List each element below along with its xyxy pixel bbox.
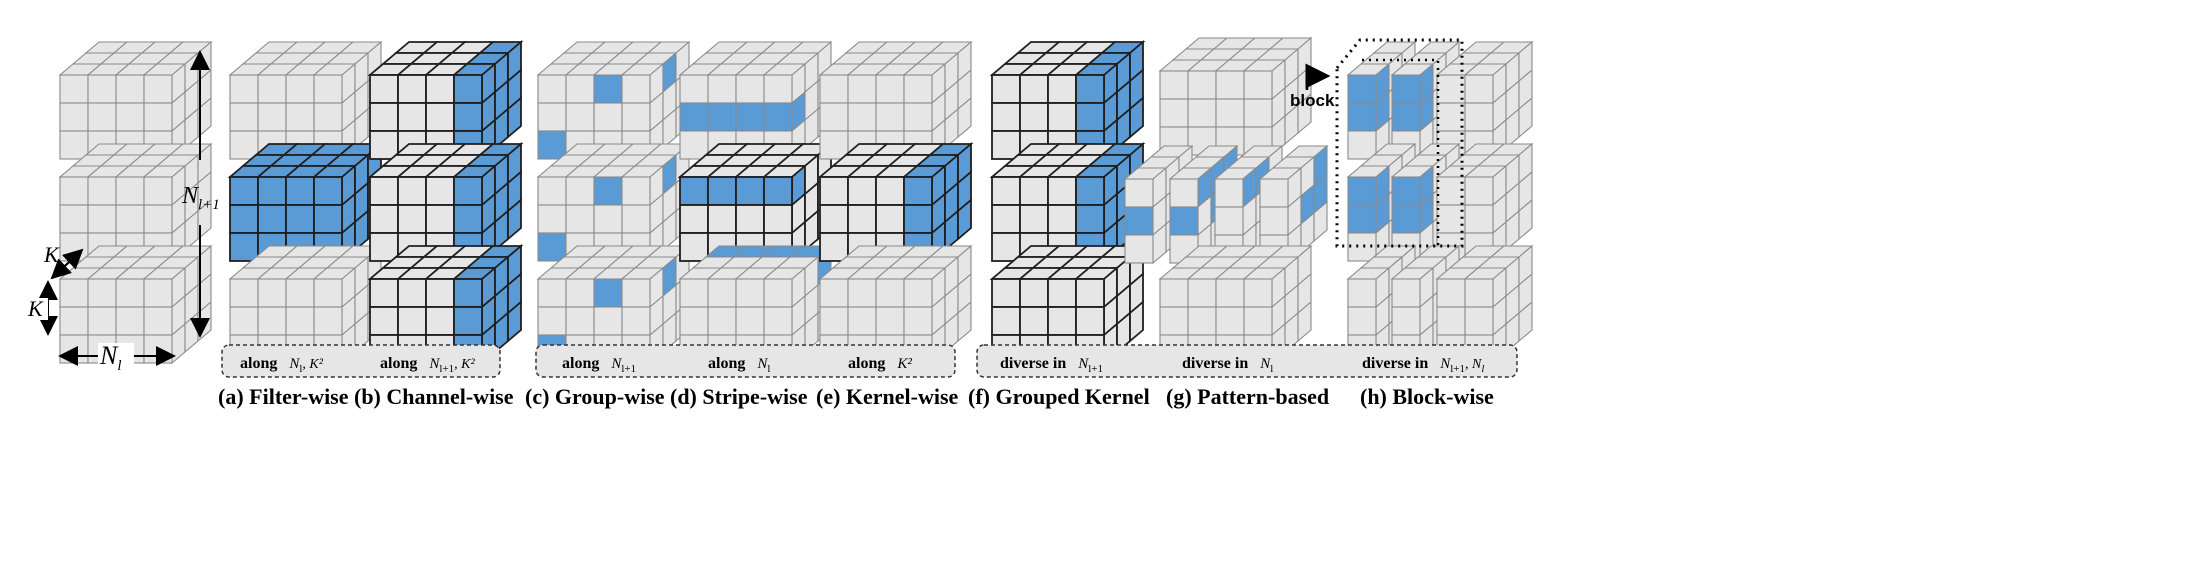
grouping-box [535, 344, 956, 378]
caption: (c) Group-wise [525, 384, 665, 409]
kernel-wise-cube [818, 244, 973, 365]
N-l1-label: Nl+1 [181, 183, 220, 213]
grouping-label: along Nl, K² [240, 355, 324, 375]
grouping-label: diverse in Nl [1182, 355, 1273, 375]
stripe-wise-cube [677, 142, 834, 263]
caption: (g) Pattern-based [1166, 384, 1329, 409]
caption: (e) Kernel-wise [816, 384, 959, 409]
caption: (d) Stripe-wise [670, 384, 808, 409]
filter-wise-cube [228, 40, 383, 161]
kernel-wise-cube [818, 40, 973, 161]
filter-cube-layer [58, 36, 1534, 365]
caption: (h) Block-wise [1360, 384, 1494, 409]
input-filter-cube [58, 40, 213, 161]
channel-wise-cube [367, 142, 524, 263]
grouped-kernel-cube [989, 142, 1146, 263]
grouping-label: diverse in Nl+1 [1000, 355, 1103, 375]
grouping-label: along Nl+1 [562, 355, 636, 375]
channel-wise-cube [367, 40, 524, 161]
block-wise-cube [1435, 40, 1534, 161]
input-filter-cube [58, 244, 213, 365]
block-label: block [1290, 91, 1335, 110]
caption: (a) Filter-wise [218, 384, 349, 409]
grouping-box [221, 344, 501, 378]
group-wise-cube [536, 142, 691, 263]
grouping-box [976, 344, 1518, 378]
pattern-based-cube [1158, 36, 1313, 157]
filter-wise-cube-pruned [227, 142, 384, 263]
stripe-wise-cube [678, 40, 833, 161]
caption: (f) Grouped Kernel [968, 384, 1150, 409]
grouping-label: along K² [848, 355, 912, 372]
grouping-label: along Nl [708, 355, 770, 375]
block-arrow [1305, 63, 1331, 90]
grouping-label: diverse in Nl+1, Nl [1362, 355, 1484, 375]
grouped-kernel-cube [989, 244, 1146, 365]
caption: (b) Channel-wise [354, 384, 514, 409]
kernel-wise-cube [817, 142, 974, 263]
input-filter-cube [58, 142, 213, 263]
grouped-kernel-cube [989, 40, 1146, 161]
group-wise-cube [536, 40, 691, 161]
N-l-label: Nl [99, 341, 122, 374]
grouping-label: along Nl+1, K² [380, 355, 475, 375]
K-height-label: K [27, 296, 44, 321]
K-depth-label: K [43, 242, 60, 267]
block-outline [1335, 38, 1464, 248]
